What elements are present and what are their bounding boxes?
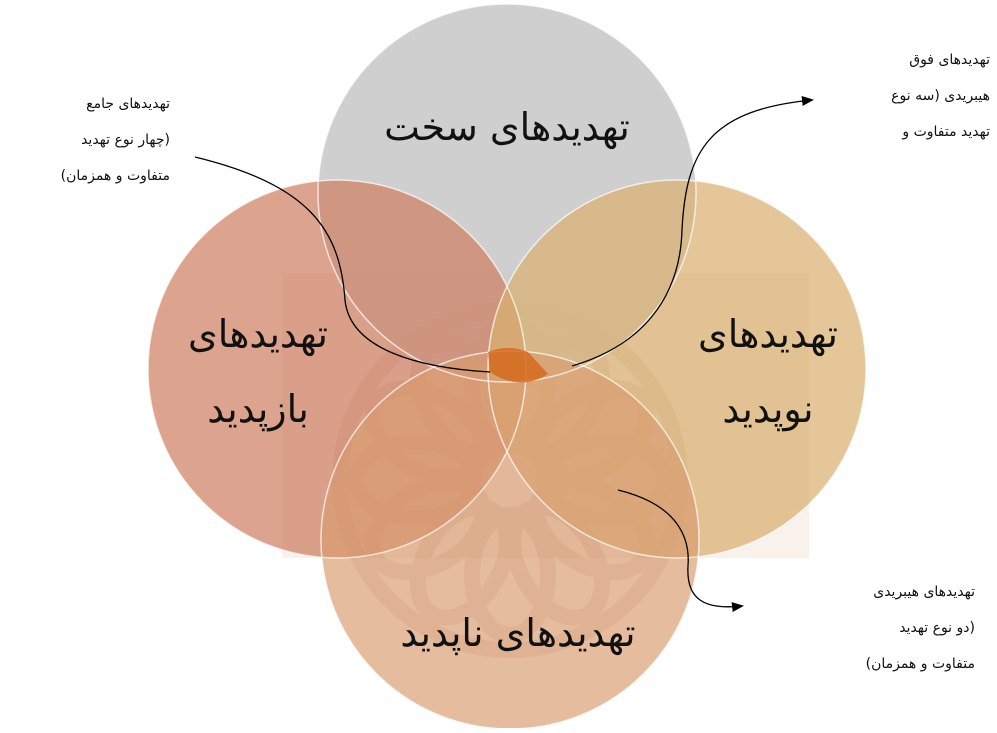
annotation-complex-line1: تهدیدهای جامع (86, 96, 170, 112)
label-invisible-threats: تهدیدهای ناپدید (400, 611, 635, 656)
label-reappeared-line2: بازپدید (207, 387, 309, 431)
connector-complex (194, 156, 491, 373)
label-hard-threats: تهدیدهای سخت (384, 105, 630, 150)
connector-super-hybrid (571, 96, 814, 367)
annotation-super-hybrid-line1: تهدیدهای فوق (909, 52, 990, 68)
circle-new-outline (487, 179, 867, 559)
annotation-hybrid-line3: متفاوت و همزمان) (865, 656, 975, 672)
annotation-super-hybrid-line2: هیبریدی (سه نوع (891, 88, 990, 104)
label-new-line1: تهدیدهای (698, 312, 838, 357)
connector-hybrid (617, 489, 744, 613)
label-reappeared-line1: تهدیدهای (188, 312, 328, 357)
circle-invisible-threats (321, 351, 699, 729)
annotation-complex-line3: متفاوت و همزمان) (60, 168, 170, 184)
annotation-complex-line2: (چهار نوع تهدید (81, 132, 170, 148)
circle-hard-outline (317, 3, 697, 383)
annotation-hybrid-threats: تهدیدهای هیبریدی (دو نوع تهدید متفاوت و … (795, 574, 975, 682)
annotation-super-hybrid-line3: تهدید متفاوت و (902, 124, 990, 140)
center-intersection (488, 348, 548, 383)
annotation-super-hybrid-threats: تهدیدهای فوق هیبریدی (سه نوع تهدید متفاو… (830, 42, 990, 150)
annotation-hybrid-line1: تهدیدهای هیبریدی (873, 584, 975, 600)
annotation-complex-threats: تهدیدهای جامع (چهار نوع تهدید متفاوت و ه… (10, 86, 170, 194)
annotation-hybrid-line2: (دو نوع تهدید (899, 620, 975, 636)
label-new-line2: نوپدید (722, 387, 813, 432)
